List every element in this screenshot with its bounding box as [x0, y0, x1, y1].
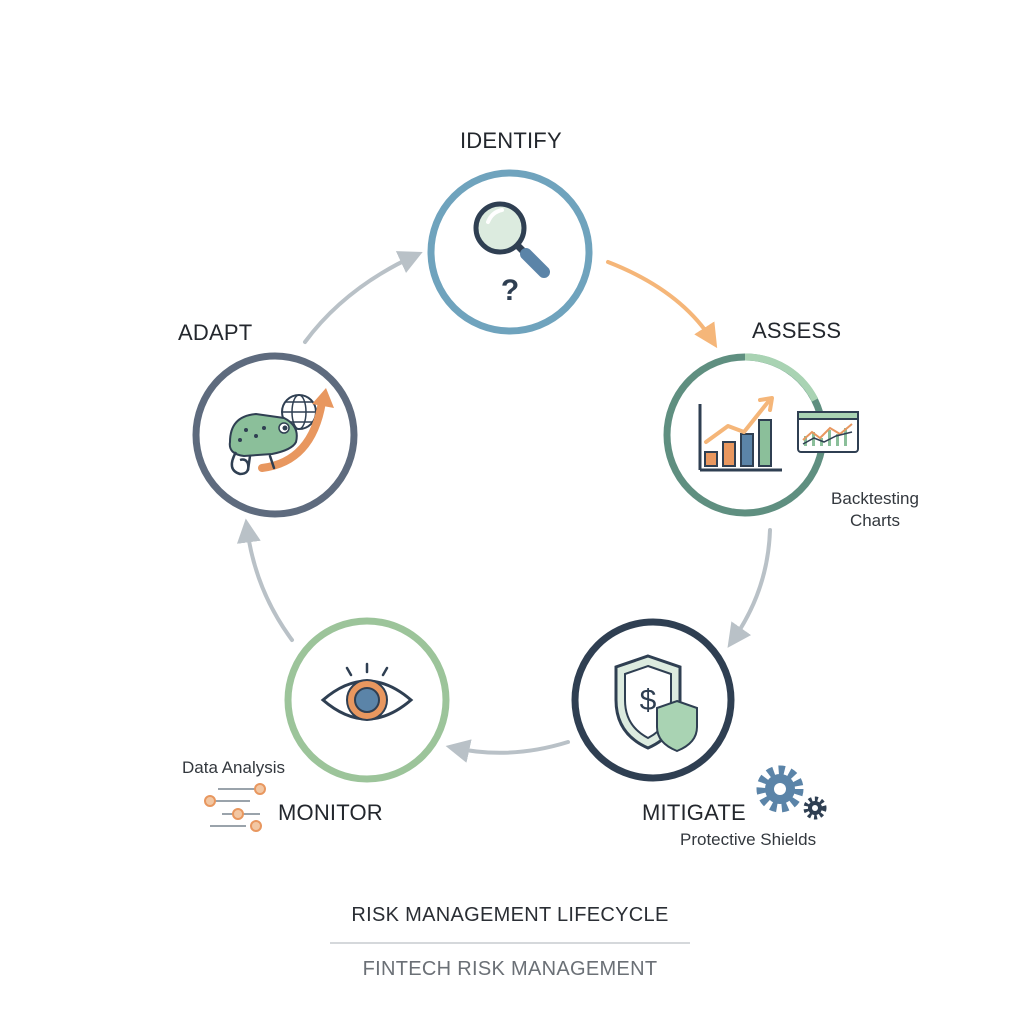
- stage-label-assess: ASSESS: [752, 318, 842, 343]
- mitigate-node: $: [571, 618, 827, 820]
- diagram-subtitle: FINTECH RISK MANAGEMENT: [362, 958, 658, 980]
- eye-icon: [320, 662, 414, 721]
- monitor-node: [204, 617, 450, 832]
- stage-label-mitigate: MITIGATE: [642, 800, 746, 825]
- bar-chart-icon: [698, 396, 782, 472]
- data-flow-icon: [204, 783, 266, 832]
- dollar-shield-icon: $: [614, 654, 698, 753]
- monitor-note: Data Analysis: [182, 758, 285, 777]
- title-divider: [330, 942, 690, 944]
- arrow-identify-to-assess: [606, 260, 718, 349]
- mitigate-note: Protective Shields: [680, 830, 817, 849]
- assess-note-line-2: Charts: [849, 511, 901, 530]
- svg-text:$: $: [640, 684, 657, 717]
- diagram-title: RISK MANAGEMENT LIFECYCLE: [351, 904, 669, 926]
- arrow-adapt-to-identify: [303, 251, 423, 344]
- svg-text:?: ?: [501, 274, 519, 307]
- arrow-assess-to-mitigate: [727, 528, 772, 648]
- arrow-monitor-to-adapt: [236, 518, 294, 642]
- gears-icon: [756, 765, 827, 820]
- adapt-node: [192, 352, 358, 518]
- chameleon-globe-icon: [228, 388, 334, 476]
- stage-label-identify: IDENTIFY: [460, 128, 562, 153]
- magnifier-question-icon: ?: [473, 201, 550, 307]
- assess-note: Backtesting Charts: [820, 488, 930, 532]
- stage-label-adapt: ADAPT: [178, 320, 253, 345]
- backtest-window-icon: [797, 411, 859, 453]
- assess-note-line-1: Backtesting: [831, 489, 919, 508]
- identify-node: ?: [427, 169, 593, 335]
- stage-label-monitor: MONITOR: [278, 800, 383, 825]
- assess-node: [663, 353, 859, 517]
- arrow-mitigate-to-monitor: [445, 739, 570, 763]
